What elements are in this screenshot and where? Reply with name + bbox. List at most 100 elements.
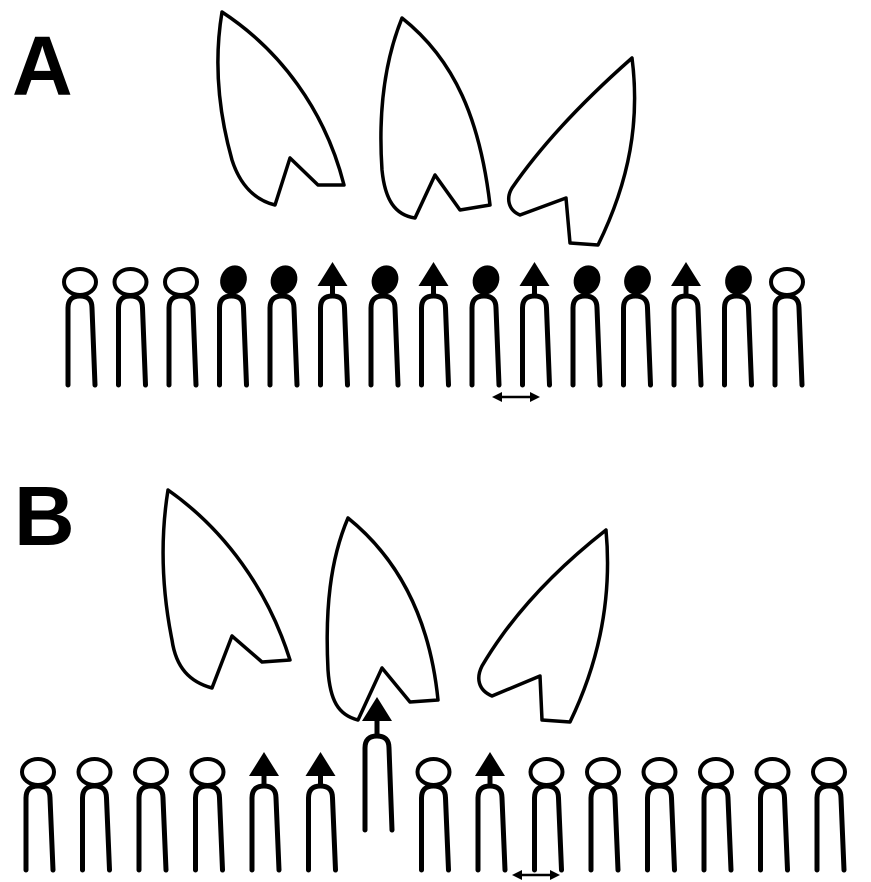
panel-b-lipid-layer <box>22 697 845 870</box>
lipid-head-filled <box>367 261 403 299</box>
lipid-open <box>700 759 732 870</box>
lipid-tails <box>196 786 223 870</box>
lipid-arrow <box>306 752 336 870</box>
panel-a-lipid-layer <box>64 261 803 385</box>
lipid-head-open <box>79 759 111 785</box>
lipid-head-filled <box>468 261 504 299</box>
lipid-head-triangle <box>306 752 336 776</box>
lipid-open <box>813 759 845 870</box>
lipid-tails <box>648 786 675 870</box>
lipid-open <box>79 759 111 870</box>
lipid-head-triangle <box>419 262 449 286</box>
lipid-tails <box>139 786 166 870</box>
lipid-filled <box>720 261 756 385</box>
lipid-head-open <box>587 759 619 785</box>
lipid-head-triangle <box>475 752 505 776</box>
protein-shape <box>381 18 490 218</box>
lipid-head-triangle <box>318 262 348 286</box>
lipid-arrow <box>249 752 279 870</box>
lipid-filled <box>266 261 302 385</box>
lipid-head-triangle <box>249 752 279 776</box>
lipid-tails <box>309 786 336 870</box>
lipid-tails <box>422 296 449 385</box>
lipid-tails <box>26 786 53 870</box>
lipid-head-triangle <box>520 262 550 286</box>
lipid-tails <box>68 296 95 385</box>
lipid-head-open <box>757 759 789 785</box>
lipid-tails <box>704 786 731 870</box>
lipid-filled <box>619 261 655 385</box>
panel-a-proteins <box>218 12 635 245</box>
lipid-tails <box>220 296 247 385</box>
lipid-arrow <box>520 262 550 385</box>
arrowhead-right <box>550 870 560 880</box>
lipid-tails <box>472 296 499 385</box>
lipid-tails <box>83 786 110 870</box>
protein-shape <box>509 58 635 245</box>
lipid-head-open <box>64 269 96 295</box>
lipid-open <box>531 759 563 870</box>
lipid-open <box>587 759 619 870</box>
lipid-open <box>135 759 167 870</box>
lipid-head-filled <box>569 261 605 299</box>
lipid-head-open <box>135 759 167 785</box>
lipid-head-filled <box>619 261 655 299</box>
protein-shape <box>163 490 290 688</box>
lipid-filled <box>468 261 504 385</box>
lipid-tails <box>725 296 752 385</box>
protein-shape <box>327 518 438 720</box>
lipid-tails <box>365 736 392 830</box>
protein-shape <box>218 12 344 205</box>
lipid-head-open <box>531 759 563 785</box>
lipid-tails <box>169 296 196 385</box>
arrowhead-left <box>512 870 522 880</box>
lipid-open <box>757 759 789 870</box>
arrowhead-left <box>492 392 502 402</box>
protein-shape <box>479 530 608 722</box>
lipid-arrow <box>419 262 449 385</box>
panel-a: A <box>12 12 803 402</box>
lipid-tails <box>321 296 348 385</box>
lipid-arrow <box>318 262 348 385</box>
lipid-head-open <box>771 269 803 295</box>
lipid-open <box>22 759 54 870</box>
lipid-tails <box>523 296 550 385</box>
lipid-open <box>771 269 803 385</box>
lipid-head-open <box>165 269 197 295</box>
lipid-tails <box>591 786 618 870</box>
lipid-arrow <box>671 262 701 385</box>
panel-b-proteins <box>163 490 607 722</box>
panel-a-label: A <box>12 19 73 113</box>
lipid-open <box>644 759 676 870</box>
lipid-open <box>192 759 224 870</box>
lipid-tails <box>371 296 398 385</box>
lipid-open <box>115 269 147 385</box>
lipid-head-filled <box>215 261 251 299</box>
lipid-open <box>165 269 197 385</box>
panel-b-label: B <box>14 469 75 563</box>
lipid-head-open <box>192 759 224 785</box>
panel-a-displacement-marker <box>492 392 540 402</box>
lipid-tails <box>478 786 505 870</box>
lipid-filled <box>215 261 251 385</box>
lipid-head-open <box>22 759 54 785</box>
lipid-filled <box>367 261 403 385</box>
lipid-head-filled <box>266 261 302 299</box>
arrowhead-right <box>530 392 540 402</box>
lipid-tails <box>535 786 562 870</box>
lipid-head-open <box>813 759 845 785</box>
lipid-head-filled <box>720 261 756 299</box>
lipid-tails <box>775 296 802 385</box>
lipid-tails <box>674 296 701 385</box>
lipid-head-open <box>418 759 450 785</box>
lipid-head-open <box>115 269 147 295</box>
lipid-open <box>418 759 450 870</box>
lipid-tails <box>252 786 279 870</box>
lipid-tails <box>817 786 844 870</box>
lipid-tails <box>119 296 146 385</box>
lipid-head-open <box>700 759 732 785</box>
lipid-tails <box>573 296 600 385</box>
lipid-tails <box>422 786 449 870</box>
lipid-tails <box>624 296 651 385</box>
